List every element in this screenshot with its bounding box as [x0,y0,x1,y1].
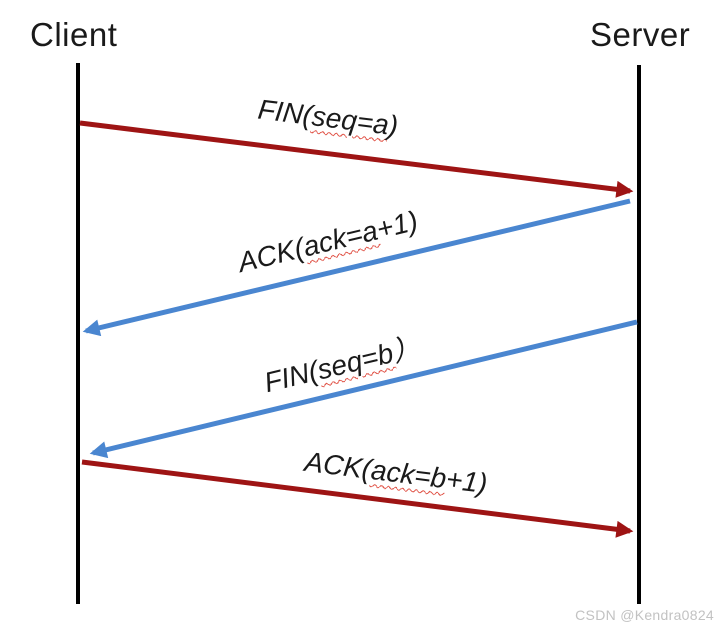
server-actor-label: Server [590,16,691,53]
label-text: ） [389,330,424,368]
csdn-watermark: CSDN @Kendra0824 [575,607,714,623]
label-text: FIN( [256,93,315,131]
arrow-fin-seq-a [79,120,634,198]
arrow-fin-seq-b [89,319,638,459]
label-text: +1) [444,463,490,500]
arrow-ack-a-plus-1 [82,198,631,337]
client-actor-label: Client [30,16,118,53]
arrow-ack-b-plus-1 [81,459,634,538]
